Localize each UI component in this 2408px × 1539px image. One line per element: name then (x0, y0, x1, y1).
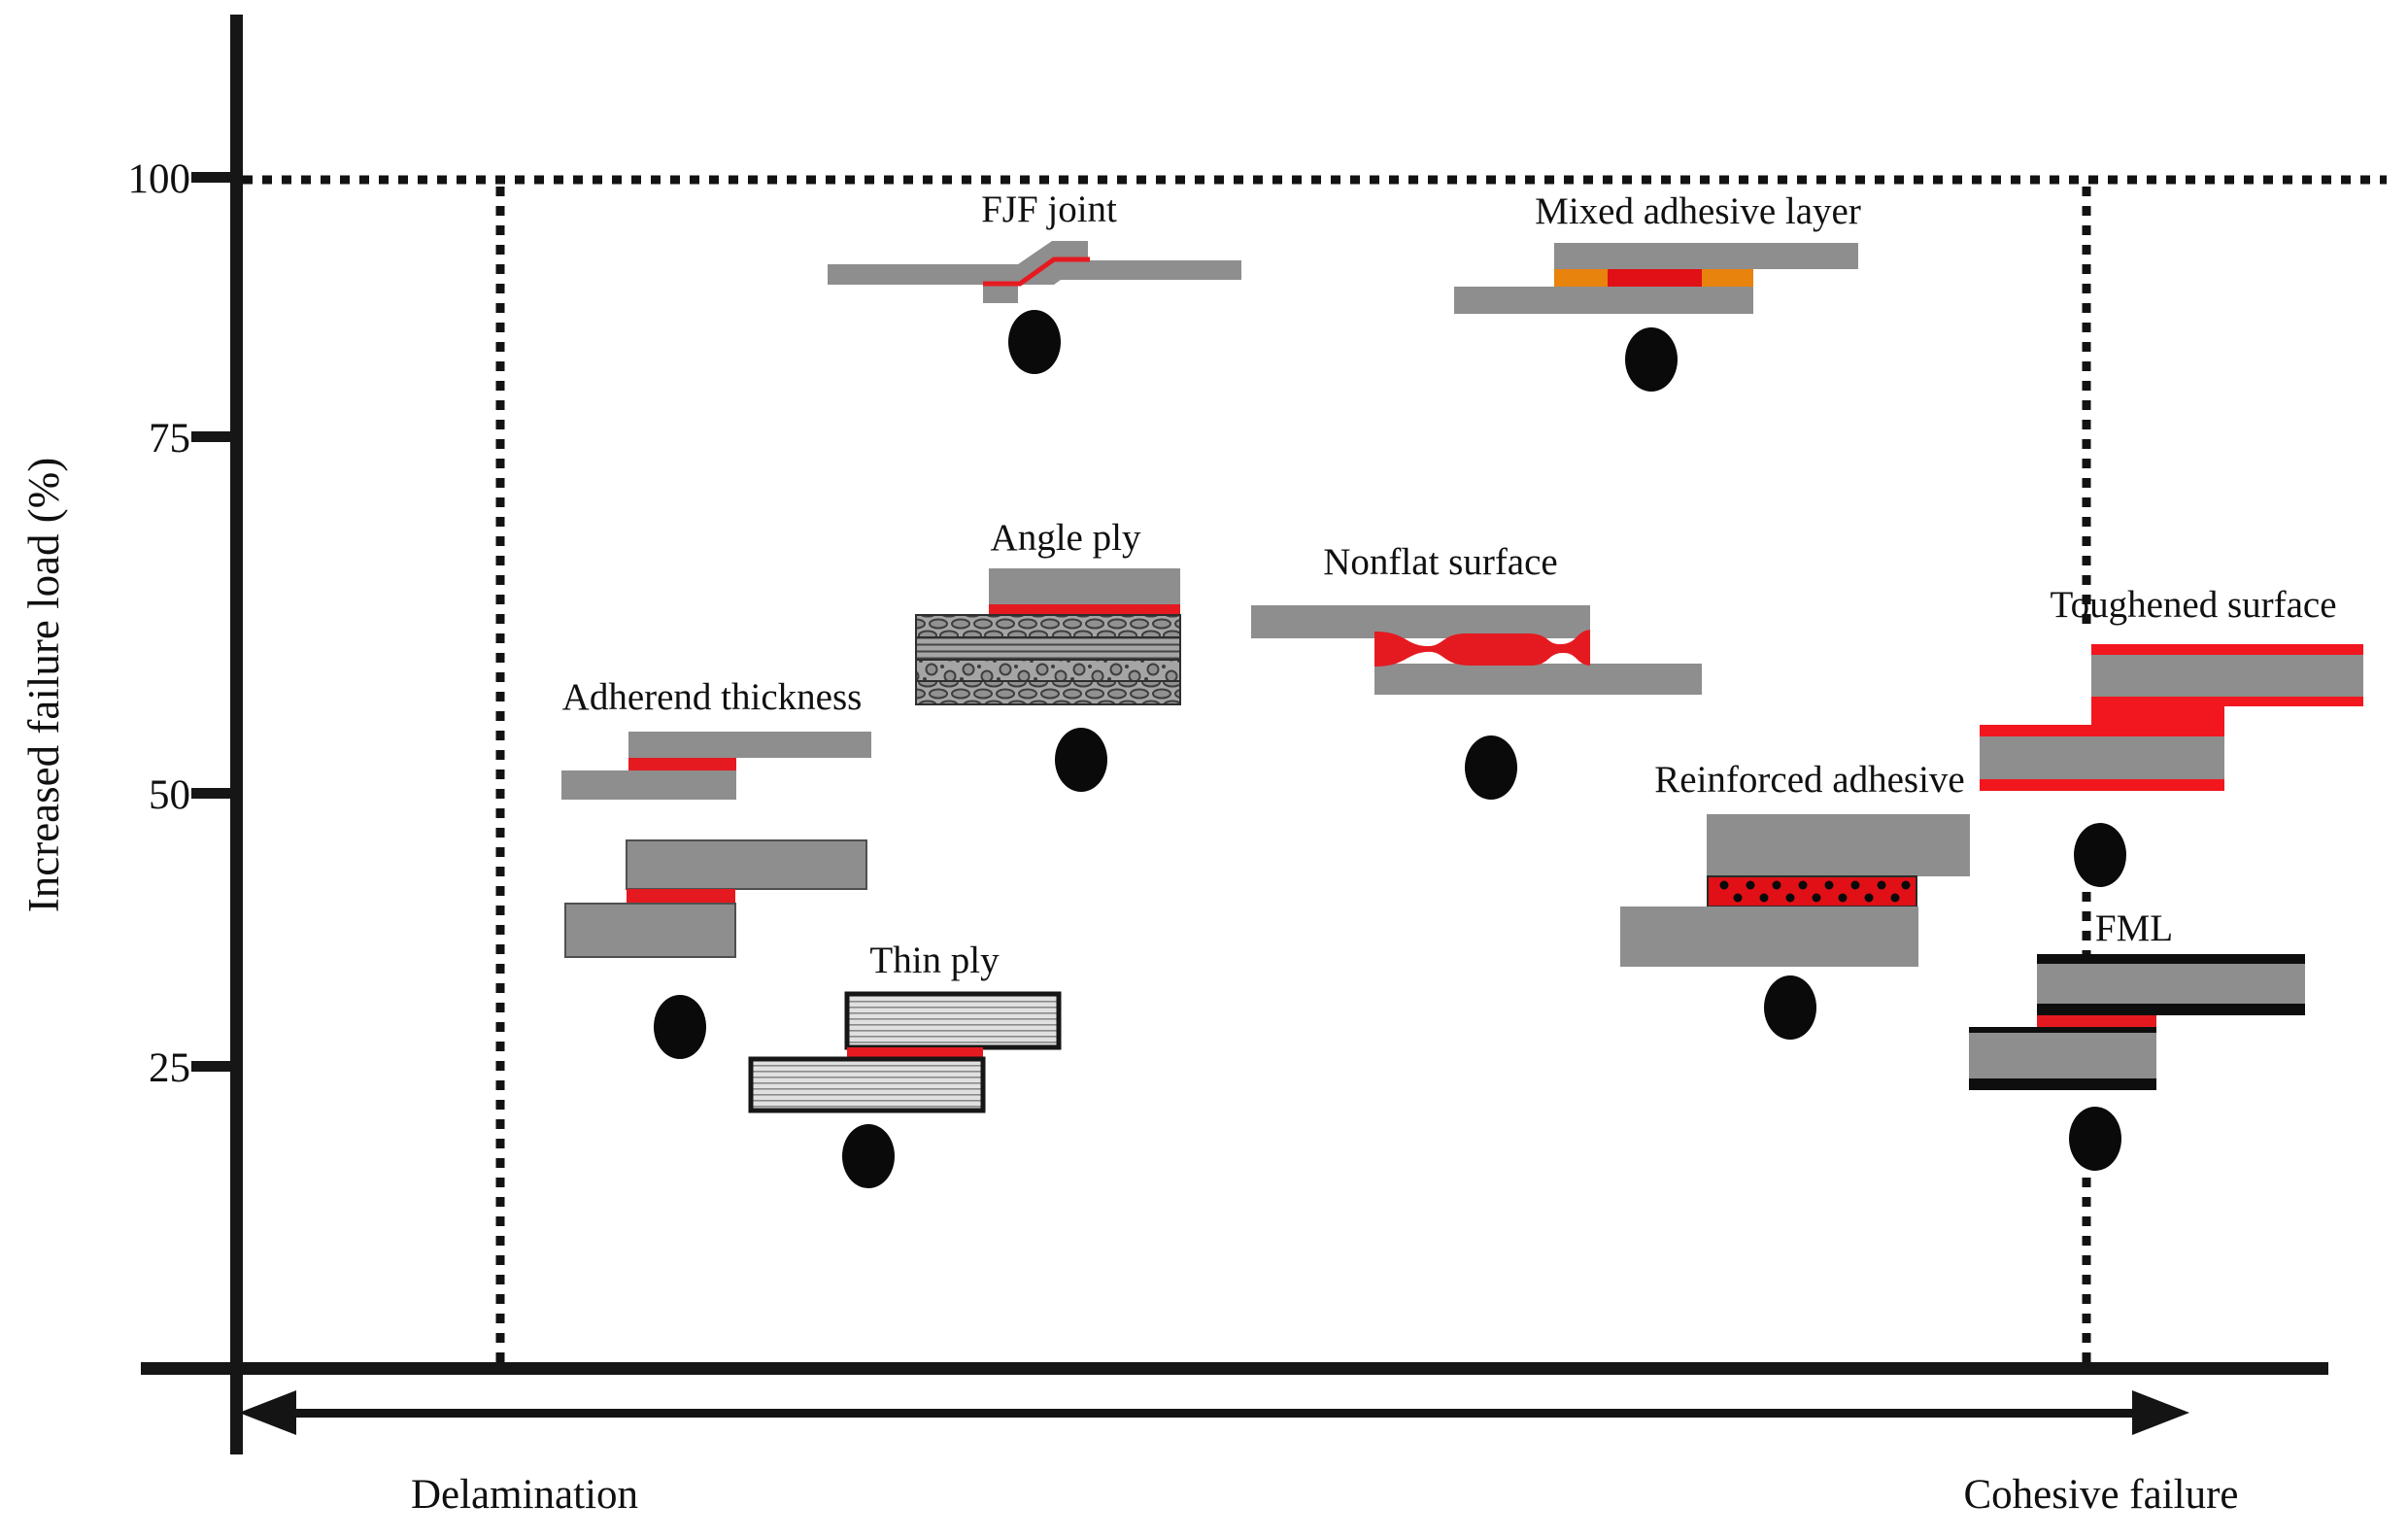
label-nonflat-surface: Nonflat surface (1323, 541, 1557, 583)
y-tick-label-75: 75 (149, 416, 190, 462)
toughened-film-left-top (1980, 725, 2091, 736)
nonflat-surface-schematic (1251, 605, 1702, 695)
fml-lower-core (1969, 1033, 2156, 1078)
thin-ply-upper-laminate (844, 991, 1062, 1050)
adherend-thickness-schematic (561, 732, 871, 958)
label-angle-ply: Angle ply (991, 517, 1141, 559)
fml-upper-core (2037, 964, 2305, 1004)
data-point-angle-ply (1055, 728, 1107, 792)
toughened-film-under-right (2224, 697, 2363, 706)
label-fml: FML (2095, 907, 2173, 949)
axes (141, 15, 2328, 1454)
nonflat-upper-adherend (1251, 605, 1590, 638)
mixed-flexible-adhesive-left (1554, 269, 1608, 287)
data-point-toughened-surface (2074, 823, 2126, 887)
thin-ply-lower-laminate (748, 1056, 986, 1113)
toughened-lower-adherend (1980, 736, 2224, 779)
data-point-markers (654, 310, 2126, 1188)
reinforced-adhesive-schematic (1620, 814, 1970, 967)
mixed-lower-adherend (1454, 287, 1753, 314)
label-adherend-thickness: Adherend thickness (562, 676, 863, 718)
fjf-bondline (983, 256, 1090, 287)
data-point-adherend-thickness (654, 995, 706, 1059)
y-tick-label-25: 25 (149, 1045, 190, 1091)
thick-adhesive-layer (627, 889, 735, 904)
nonflat-lower-adherend (1374, 664, 1702, 695)
toughened-film-left-bottom (1980, 779, 2224, 791)
label-fjf-joint: FJF joint (981, 188, 1117, 230)
y-axis-line (230, 15, 243, 1454)
mixed-upper-adherend (1554, 243, 1858, 269)
x-axis-right-label: Cohesive failure (1964, 1472, 2239, 1518)
mixed-stiff-adhesive-center (1608, 269, 1702, 287)
arrow-right-head (2132, 1390, 2189, 1435)
thin-ply-schematic (748, 991, 1062, 1113)
x-axis-left-label: Delamination (411, 1472, 638, 1518)
y-tick-label-100: 100 (128, 156, 191, 202)
data-point-reinforced-adhesive (1764, 975, 1816, 1040)
toughened-surface-schematic (1980, 644, 2363, 791)
thin-ply-adhesive (847, 1047, 983, 1059)
reinforced-upper-adherend (1707, 814, 1970, 876)
reinforcement-particles (1719, 880, 1911, 903)
thick-lower-adherend (564, 903, 736, 958)
y-tick-label-50: 50 (149, 772, 190, 818)
mixed-adhesive-schematic (1454, 243, 1858, 314)
tick-25 (191, 1061, 238, 1072)
label-reinforced-adhesive: Reinforced adhesive (1654, 759, 1964, 801)
angle-ply-upper-adherend (989, 568, 1180, 604)
thick-upper-adherend (626, 839, 867, 890)
data-point-nonflat-surface (1465, 735, 1517, 800)
reinforced-lower-adherend (1620, 906, 1918, 967)
x-axis-line (141, 1362, 2328, 1375)
angle-ply-adhesive (989, 604, 1180, 615)
thin-lower-adherend (561, 770, 736, 800)
fjf-joint-schematic (828, 241, 1241, 303)
thin-adhesive-layer (628, 758, 736, 770)
data-point-thin-ply (842, 1124, 895, 1188)
fml-schematic (1969, 954, 2305, 1090)
arrow-left-head (239, 1390, 296, 1435)
toughened-upper-adherend (2091, 655, 2363, 697)
failure-mode-arrow (239, 1390, 2189, 1435)
label-toughened-surface: Toughened surface (2050, 584, 2336, 626)
arrow-shaft (287, 1409, 2142, 1418)
data-point-fjf-joint (1008, 310, 1061, 374)
fjf-left-adherend (828, 264, 1018, 285)
angle-ply-laminate-stack (915, 614, 1181, 705)
tick-100 (191, 172, 238, 183)
tick-75 (191, 431, 238, 442)
y-axis-ticks (191, 172, 238, 1072)
fjf-left-step (983, 285, 1018, 303)
toughened-bond-block (2091, 697, 2224, 736)
angle-ply-schematic (915, 568, 1181, 705)
toughened-film-top (2091, 644, 2363, 655)
label-thin-ply: Thin ply (869, 940, 1000, 981)
data-point-mixed-adhesive (1625, 327, 1678, 392)
reinforced-adhesive-layer (1707, 875, 1917, 907)
label-mixed-adhesive-layer: Mixed adhesive layer (1535, 190, 1861, 232)
tick-50 (191, 788, 238, 799)
data-point-fml (2069, 1107, 2121, 1171)
fjf-right-adherend (1052, 260, 1241, 280)
nonflat-wavy-adhesive (1374, 630, 1590, 667)
thin-upper-adherend (628, 732, 871, 758)
mixed-flexible-adhesive-right (1702, 269, 1753, 287)
y-axis-title: Increased failure load (%) (19, 458, 68, 912)
fml-adhesive (2037, 1015, 2156, 1027)
